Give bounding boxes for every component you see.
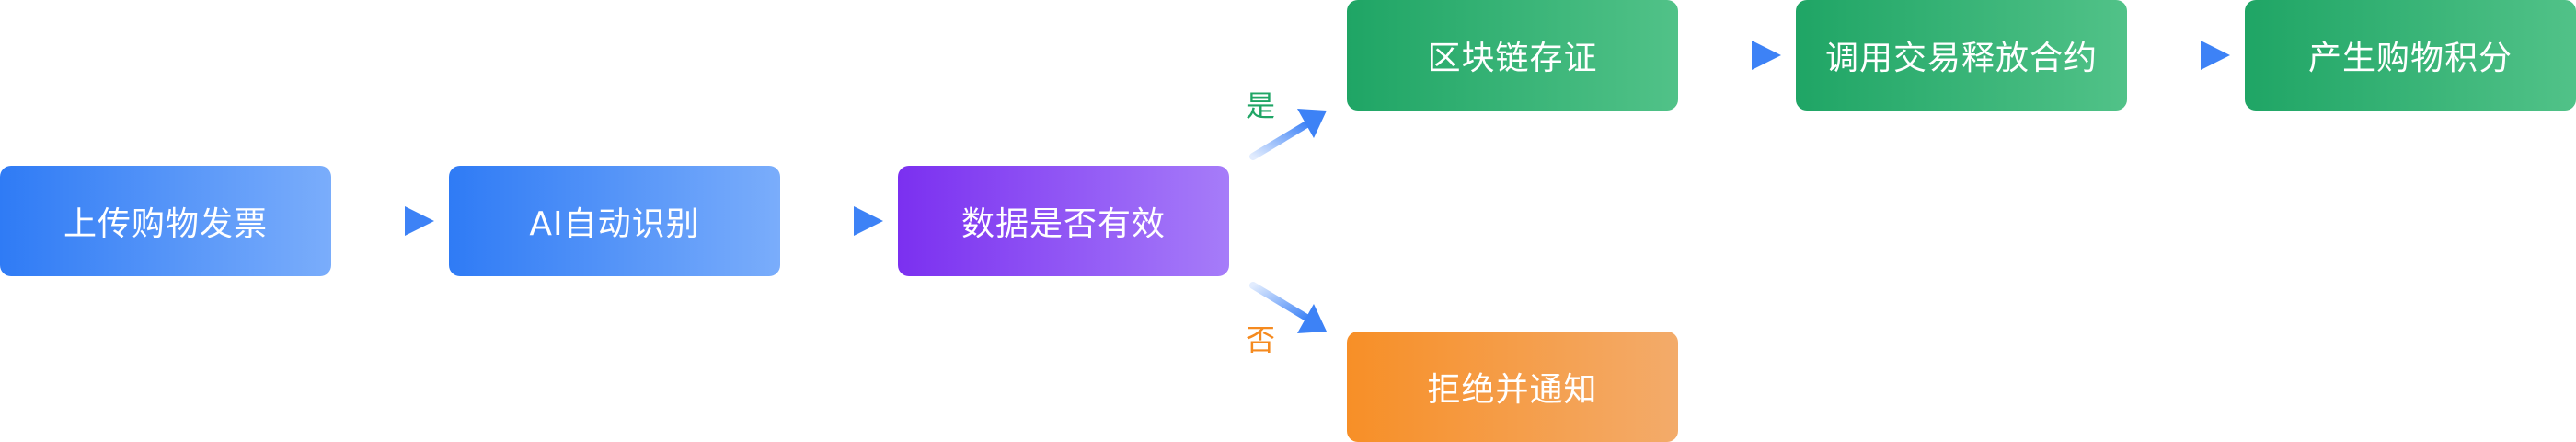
branch-label-yes: 是 [1246,88,1276,123]
node-data-valid-decision: 数据是否有效 [898,166,1229,276]
arrow-blockchain-to-contract [1689,41,1781,70]
node-blockchain-proof: 区块链存证 [1347,0,1678,110]
node-smart-contract: 调用交易释放合约 [1796,0,2127,110]
arrow-upload-to-ai [342,206,434,236]
arrow-ai-to-decision [791,206,883,236]
branch-label-no: 否 [1246,322,1276,357]
node-reject-notify: 拒绝并通知 [1347,332,1678,442]
node-ai-recognition: AI自动识别 [449,166,780,276]
arrow-contract-to-points [2138,41,2230,70]
node-upload-invoice: 上传购物发票 [0,166,331,276]
node-generate-points: 产生购物积分 [2245,0,2576,110]
